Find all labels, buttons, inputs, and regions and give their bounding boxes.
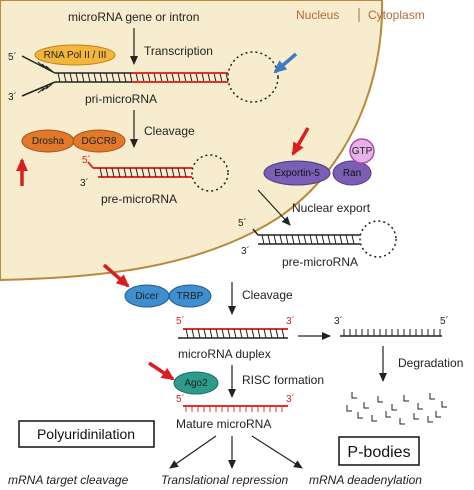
drosha-protein: Drosha xyxy=(21,129,75,153)
dgcr8-protein: DGCR8 xyxy=(72,129,126,153)
trbp-protein: TRBP xyxy=(168,284,212,308)
transcription-label: Transcription xyxy=(144,44,213,58)
degradation-label: Degradation xyxy=(398,356,463,370)
ago2-protein: Ago2 xyxy=(173,371,219,395)
dgcr8-label: DGCR8 xyxy=(81,136,116,147)
mature-microrna-structure xyxy=(183,405,288,412)
pre-microrna-cytoplasmic-structure xyxy=(252,220,397,258)
pri-five-prime: 5´ xyxy=(8,51,17,63)
polyuridinilation-box: Polyuridinilation xyxy=(18,420,155,448)
exportin-complex: Exportin-5 Ran GTP xyxy=(263,138,375,186)
gtp-label: GTP xyxy=(352,146,373,157)
passenger-three-prime: 3´ xyxy=(334,315,343,327)
pre-nuc-three-prime: 3´ xyxy=(80,177,89,189)
pbodies-box: P-bodies xyxy=(338,436,420,466)
pbodies-label: P-bodies xyxy=(347,444,410,461)
outcome-target-cleavage: mRNA target cleavage xyxy=(8,473,129,487)
passenger-five-prime: 5´ xyxy=(440,315,449,327)
nucleus-label: Nucleus xyxy=(296,8,339,22)
red-arrow-ago2 xyxy=(148,361,175,381)
duplex-three-prime: 3´ xyxy=(286,315,295,327)
polyuridinilation-label: Polyuridinilation xyxy=(37,426,135,442)
microrna-duplex-structure xyxy=(178,328,288,339)
cleavage-label-1: Cleavage xyxy=(144,124,195,138)
gene-label: microRNA gene or intron xyxy=(68,10,199,24)
red-arrow-exportin xyxy=(291,127,310,156)
outcome-deadenylation: mRNA deadenylation xyxy=(309,473,422,487)
pri-three-prime: 3´ xyxy=(8,91,17,103)
pre-microrna-label-1: pre-microRNA xyxy=(101,192,177,206)
cytoplasm-label: Cytoplasm xyxy=(368,8,425,22)
pre-nuc-five-prime: 5´ xyxy=(82,154,91,166)
nuclear-export-label: Nuclear export xyxy=(292,201,371,215)
gtp-molecule xyxy=(349,138,375,164)
mature-three-prime: 3´ xyxy=(286,393,295,405)
microrna-duplex-label: microRNA duplex xyxy=(178,347,271,361)
rna-pol-label: RNA Pol II / III xyxy=(44,50,107,61)
ago2-label: Ago2 xyxy=(184,378,208,389)
mature-microrna-label: Mature microRNA xyxy=(176,417,271,431)
blue-highlight-arrow xyxy=(273,52,298,74)
cleavage-label-2: Cleavage xyxy=(242,288,293,302)
pre-microrna-label-2: pre-microRNA xyxy=(282,255,358,269)
outcome-translational-repression: Translational repression xyxy=(161,473,288,487)
ran-protein xyxy=(332,160,372,186)
dicer-protein: Dicer xyxy=(124,284,170,308)
outcome-arrow-deadenylation xyxy=(251,435,303,469)
pre-cyto-three-prime: 3´ xyxy=(241,245,250,257)
mature-five-prime: 5´ xyxy=(176,393,185,405)
dicer-label: Dicer xyxy=(135,291,159,302)
ran-label: Ran xyxy=(343,168,361,179)
risc-formation-label: RISC formation xyxy=(242,373,324,387)
pri-microrna-structure xyxy=(21,51,279,103)
pre-cyto-five-prime: 5´ xyxy=(238,217,247,229)
exportin-label: Exportin-5 xyxy=(274,168,320,179)
rna-pol-protein: RNA Pol II / III xyxy=(34,44,116,66)
pri-microrna-label: pri-microRNA xyxy=(85,92,157,106)
drosha-label: Drosha xyxy=(32,136,65,147)
outcome-arrow-cleavage xyxy=(169,435,217,469)
trbp-label: TRBP xyxy=(177,291,204,302)
duplex-five-prime: 5´ xyxy=(176,315,185,327)
passenger-strand xyxy=(340,329,442,337)
red-arrow-dicer xyxy=(102,263,130,288)
exportin-protein xyxy=(263,160,331,186)
nuclear-export-arrow xyxy=(257,189,291,226)
pre-microrna-nuclear-structure xyxy=(87,154,229,192)
degraded-fragments xyxy=(346,392,447,425)
